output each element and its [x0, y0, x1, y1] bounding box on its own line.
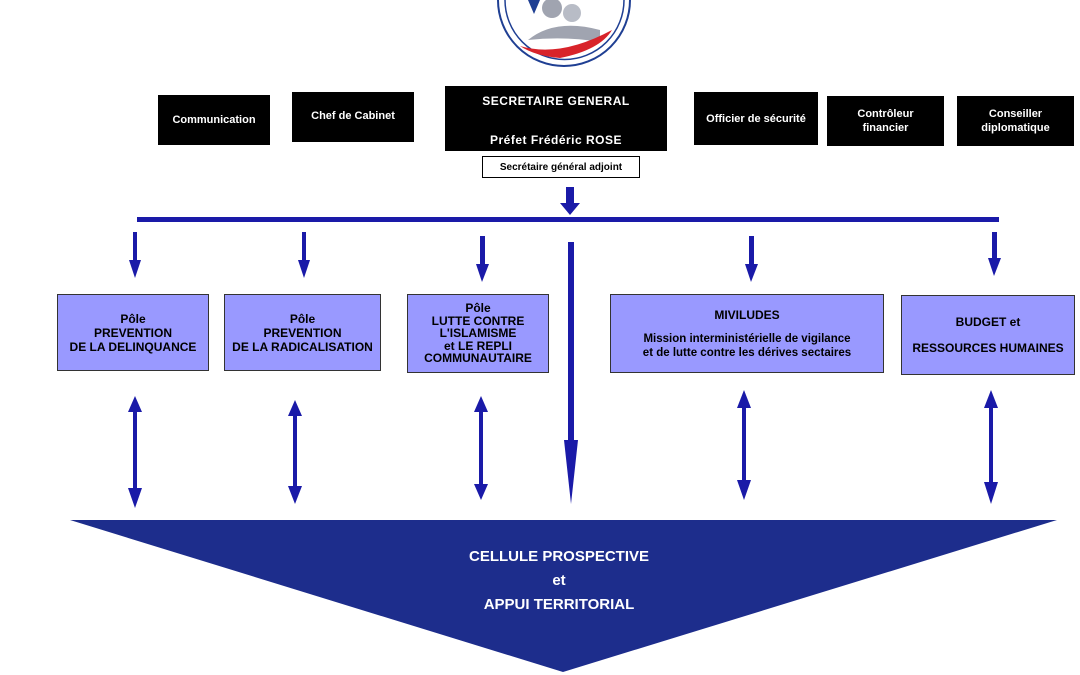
double-arrow-delinquance: [128, 396, 142, 508]
horizontal-bar: [137, 217, 999, 222]
pole-islamisme-line: COMMUNAUTAIRE: [424, 351, 532, 366]
controleur-line-2: financier: [862, 122, 909, 134]
down-arrow-head: [988, 258, 1001, 276]
conseiller-line-2: diplomatique: [981, 122, 1050, 134]
cellule-line-3: APPUI TERRITORIAL: [483, 596, 635, 613]
pole-budget: BUDGET et RESSOURCES HUMAINES: [901, 295, 1075, 375]
down-arrow-head: [129, 260, 141, 278]
miviludes-line: Mission interministérielle de vigilance: [643, 332, 851, 345]
logo: [497, 0, 631, 67]
down-arrow-shaft: [302, 232, 306, 262]
double-arrow-radicalisation: [288, 400, 302, 504]
logo-ring: [497, 0, 631, 67]
secretaire-general-name: Préfet Frédéric ROSE: [489, 133, 623, 147]
cellule-line-1: CELLULE PROSPECTIVE: [468, 548, 650, 565]
double-arrow-miviludes: [737, 390, 751, 500]
secretaire-adjoint-label: Secrétaire général adjoint: [499, 161, 623, 173]
cellule-line-2: et: [552, 572, 566, 589]
down-arrow-head: [298, 260, 310, 278]
down-arrow-shaft: [133, 232, 137, 262]
miviludes-line: et de lutte contre les dérives sectaires: [642, 346, 852, 359]
pole-islamisme-line: et LE REPLI: [443, 338, 512, 353]
down-arrow-shaft: [992, 232, 997, 262]
logo-inner-ring: [504, 0, 625, 61]
central-arrow-head: [564, 440, 578, 504]
down-arrow-head: [745, 264, 758, 282]
pole-delinquance-line: PREVENTION: [93, 325, 172, 340]
officier-securite-box: Officier de sécurité: [694, 92, 818, 145]
pole-islamisme-line: L'ISLAMISME: [439, 326, 517, 341]
down-arrow-to-bar: [560, 187, 580, 215]
pole-radicalisation: Pôle PREVENTION DE LA RADICALISATION: [224, 294, 381, 371]
logo-accent: [528, 0, 540, 14]
officier-securite-label: Officier de sécurité: [706, 112, 806, 125]
chef-cabinet-label: Chef de Cabinet: [311, 110, 395, 122]
logo-person-icon: [563, 4, 581, 22]
pole-islamisme: Pôle LUTTE CONTRE L'ISLAMISME et LE REPL…: [407, 294, 549, 373]
controleur-line-1: Contrôleur: [857, 108, 914, 120]
double-arrow-islamisme: [474, 396, 488, 500]
pole-radicalisation-line: PREVENTION: [263, 325, 342, 340]
pole-delinquance-line: DE LA DELINQUANCE: [69, 339, 197, 354]
secretaire-general-title: SECRETAIRE GENERAL: [482, 94, 630, 108]
logo-person-icon: [542, 0, 562, 18]
pole-radicalisation-line: Pôle: [289, 311, 316, 326]
conseiller-diplomatique-box: Conseiller diplomatique: [957, 96, 1074, 146]
double-arrow-budget: [984, 390, 998, 504]
pole-radicalisation-line: DE LA RADICALISATION: [232, 339, 373, 354]
pole-miviludes: MIVILUDES Mission interministérielle de …: [610, 294, 884, 373]
conseiller-line-1: Conseiller: [988, 108, 1043, 120]
cellule-triangle: [70, 520, 1057, 672]
pole-islamisme-line: LUTTE CONTRE: [431, 313, 525, 328]
pole-delinquance-line: Pôle: [120, 311, 146, 326]
miviludes-title: MIVILUDES: [714, 307, 780, 322]
communication-label: Communication: [172, 114, 256, 126]
controleur-financier-box: Contrôleur financier: [827, 96, 944, 146]
logo-shoulders: [528, 25, 600, 42]
budget-line: RESSOURCES HUMAINES: [912, 341, 1064, 355]
down-arrow-head: [476, 264, 489, 282]
chef-cabinet-box: Chef de Cabinet: [292, 92, 414, 142]
central-arrow-shaft: [568, 242, 574, 442]
secretaire-adjoint-box: Secrétaire général adjoint: [482, 156, 640, 178]
down-arrow-shaft: [480, 236, 485, 266]
pole-delinquance: Pôle PREVENTION DE LA DELINQUANCE: [57, 294, 209, 371]
pole-islamisme-line: Pôle: [465, 301, 491, 316]
communication-box: Communication: [158, 95, 270, 145]
budget-line: BUDGET et: [955, 315, 1021, 329]
down-arrow-shaft: [749, 236, 754, 266]
logo-hand-icon: [520, 30, 612, 58]
secretaire-general-box: SECRETAIRE GENERAL Préfet Frédéric ROSE: [445, 86, 667, 151]
